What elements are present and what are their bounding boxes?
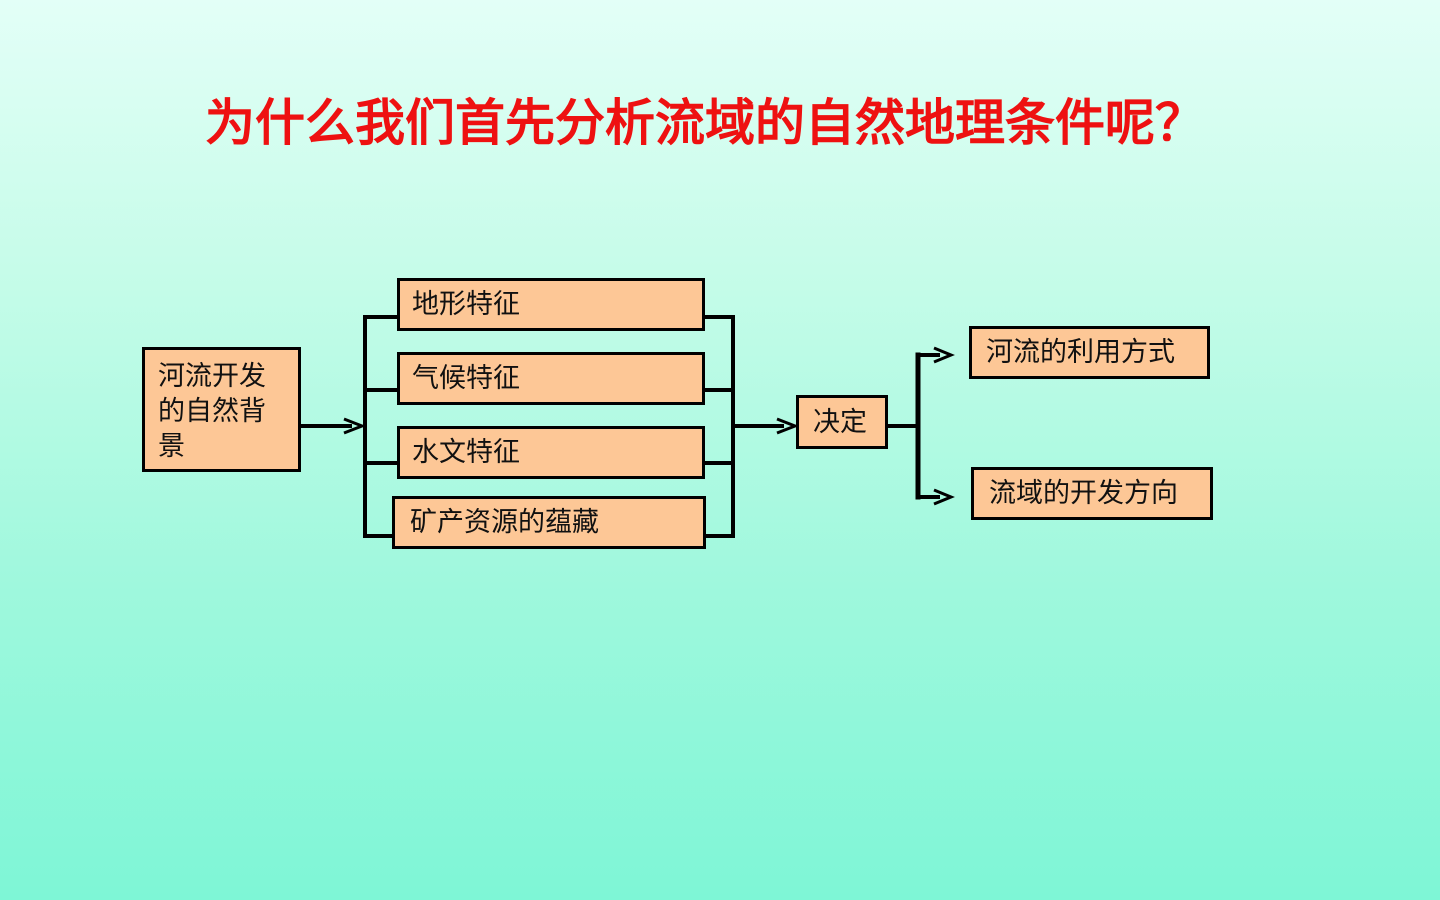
outcome-label: 河流的利用方式 (986, 337, 1175, 368)
factor-box-minerals: 矿产资源的蕴藏 (392, 496, 706, 549)
factor-box-climate: 气候特征 (397, 352, 705, 405)
factor-label: 矿产资源的蕴藏 (410, 507, 599, 538)
arrowhead-source (343, 417, 367, 435)
decision-label: 决定 (813, 406, 867, 438)
factor-box-hydrology: 水文特征 (397, 426, 705, 479)
source-label: 河流开发的自然背景 (158, 361, 266, 462)
factor-label: 地形特征 (412, 289, 520, 320)
factor-label: 气候特征 (412, 363, 520, 394)
decision-box: 决定 (796, 395, 888, 449)
arrowhead-outcome-2 (933, 488, 955, 506)
factor-box-terrain: 地形特征 (397, 278, 705, 331)
outcome-box-utilization: 河流的利用方式 (969, 326, 1210, 379)
outcome-box-development: 流域的开发方向 (971, 467, 1213, 520)
outcome-label: 流域的开发方向 (989, 478, 1178, 509)
arrowhead-decision (776, 417, 800, 435)
factor-label: 水文特征 (412, 437, 520, 468)
arrowhead-outcome-1 (933, 346, 955, 364)
source-box: 河流开发的自然背景 (142, 347, 301, 472)
slide-title: 为什么我们首先分析流域的自然地理条件呢？ (205, 94, 1205, 152)
